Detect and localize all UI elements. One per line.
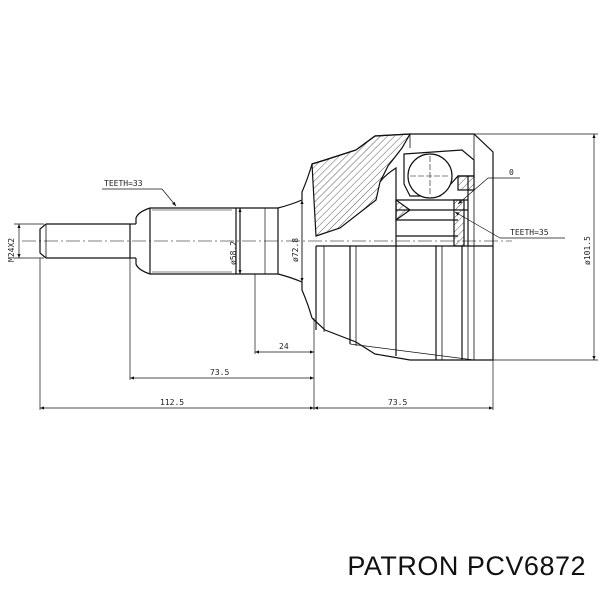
brand-name: PATRON (347, 551, 459, 581)
diameter-58-label: ø58.2 (229, 241, 238, 265)
zero-label: 0 (509, 168, 514, 177)
teeth-outer-label: TEETH=33 (104, 179, 143, 188)
dimension-lines (14, 133, 598, 410)
length-73-bottom-label: 73.5 (388, 398, 407, 407)
length-112-label: 112.5 (160, 398, 184, 407)
part-number: PCV6872 (466, 551, 586, 581)
housing (311, 133, 494, 361)
length-24-label: 24 (279, 342, 289, 351)
diameter-101-label: ø101.5 (583, 236, 592, 265)
length-73-top-label: 73.5 (210, 368, 229, 377)
teeth-inner-label: TEETH=35 (510, 228, 549, 237)
diameter-72-label: ø72.8 (291, 238, 300, 262)
product-caption: PATRON PCV6872 (347, 551, 586, 582)
thread-label: M24X2 (7, 238, 16, 262)
